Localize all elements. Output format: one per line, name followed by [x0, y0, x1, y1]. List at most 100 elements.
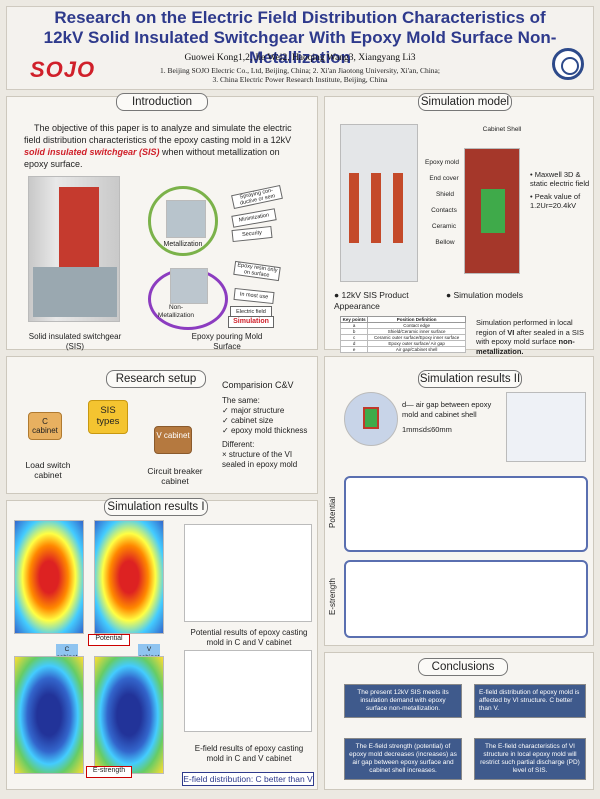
- conclusions-title: Conclusions: [418, 658, 508, 676]
- potential-contour-c: [14, 520, 84, 634]
- switchgear-photo: [28, 176, 120, 322]
- affiliation-line-1: 1. Beijing SOJO Electric Co., Ltd, Beiji…: [160, 66, 440, 75]
- sim1-bottom-note: E-field distribution: C better than V: [182, 772, 314, 786]
- air-gap-shield: [363, 407, 379, 429]
- table-cell: Air gap/Cabinet shell: [367, 346, 466, 353]
- comparison-title: Comparision C&V: [222, 380, 294, 390]
- intro-text-post: when without metallization on epoxy surf…: [24, 147, 280, 169]
- nonmetallization-image: [170, 268, 208, 304]
- model-bullet-2: • Peak value of 1.2Ur=20.4kV: [530, 192, 581, 210]
- intro-text: The objective of this paper is to analyz…: [24, 122, 304, 170]
- switchgear-red-part: [59, 187, 99, 267]
- model-bullet-1: • Maxwell 3D & static electric field: [530, 170, 590, 188]
- sim2-title: Simulation results II: [418, 370, 522, 388]
- conclusion-4: The E-field characteristics of VI struct…: [474, 738, 586, 780]
- same-heading: The same:: [222, 396, 260, 405]
- university-seal-icon: [552, 48, 584, 80]
- model-caption-1: ● 12kV SIS Product Appearance: [334, 290, 409, 311]
- model-caption-2-text: Simulation models: [453, 290, 523, 300]
- model-caption-2: ● Simulation models: [446, 290, 523, 300]
- sim1-caption-1: Potential results of epoxy casting mold …: [190, 628, 308, 647]
- estrength-contour-v: [94, 656, 164, 774]
- tag-simulation: Simulation: [228, 316, 274, 328]
- same-item-text: cabinet size: [230, 416, 274, 425]
- efield-curve-chart: [184, 650, 312, 732]
- authors: Guowei Kong1,2, Jie Wei2, Haoqing Wang3,…: [184, 53, 416, 63]
- model-label-shield: Shield: [435, 191, 455, 198]
- sim2-side-estrength: E-strength: [328, 578, 337, 616]
- simulation-model-image: [464, 148, 520, 274]
- diff-heading: Different:: [222, 440, 255, 449]
- intro-caption-left: Solid insulated switchgear (SIS): [28, 332, 122, 351]
- conclusion-3: The E-field strength (potential) of epox…: [344, 738, 462, 780]
- sim2-air-gap-range: 1mm≤d≤60mm: [402, 425, 452, 434]
- intro-text-emphasis: solid insulated switchgear (SIS): [24, 147, 160, 157]
- table-cell: e: [339, 346, 369, 353]
- conclusion-1: The present 12kV SIS meets its insulatio…: [344, 684, 462, 718]
- sim2-air-gap-def: d— air gap between epoxy mold and cabine…: [402, 400, 492, 419]
- intro-caption-right: Epoxy pouring Mold Surface: [191, 332, 263, 351]
- affiliation-line-2: 3. China Electric Power Research Institu…: [212, 75, 388, 84]
- sis-product-photo: [340, 124, 418, 282]
- potential-vs-gap-charts: [344, 476, 588, 552]
- metallization-label: Metallization: [163, 241, 203, 248]
- sim1-caption-2: E-field results of epoxy casting mold in…: [194, 744, 304, 763]
- intro-text-pre: The objective of this paper is to analyz…: [24, 123, 292, 145]
- nonmetallization-label: Non-Metallization: [157, 304, 195, 319]
- model-note-vi: VI: [507, 327, 515, 337]
- sim2-side-potential: Potential: [328, 496, 337, 528]
- model-title: Simulation model: [418, 93, 512, 111]
- diff-item-text: structure of the VI sealed in epoxy mold: [222, 450, 298, 469]
- table-header: Key points: [339, 316, 369, 323]
- label-v-cabinet: Circuit breaker cabinet: [147, 466, 203, 486]
- header: [6, 6, 594, 90]
- model-caption-1-text: 12kV SIS Product Appearance: [334, 290, 409, 311]
- model-shield-part: [481, 189, 505, 233]
- node-sis-types: SIS types: [88, 400, 128, 434]
- same-item-text: major structure: [230, 406, 285, 415]
- model-bullets: • Maxwell 3D & static electric field • P…: [530, 170, 592, 210]
- model-bullet-1-text: Maxwell 3D & static electric field: [530, 170, 590, 188]
- node-c-cabinet: C cabinet: [28, 412, 62, 440]
- potential-contour-v: [94, 520, 164, 634]
- model-note-mid: after sealed in a SIS with epoxy mold su…: [476, 327, 584, 347]
- comparison-block: Comparision C&V The same: ✓ major struct…: [222, 380, 316, 470]
- intro-title: Introduction: [116, 93, 208, 111]
- air-gap-diagram: [344, 392, 398, 446]
- diff-item: × structure of the VI sealed in epoxy mo…: [222, 450, 298, 469]
- model-label-epoxy: Epoxy mold: [425, 159, 459, 166]
- sojo-logo: SOJO: [30, 57, 96, 82]
- efield-trend-diagram: [506, 392, 586, 462]
- affiliations: 1. Beijing SOJO Electric Co., Ltd, Beiji…: [0, 66, 600, 84]
- model-note: Simulation performed in local region of …: [476, 318, 590, 356]
- poster-title: Research on the Electric Field Distribut…: [43, 8, 557, 67]
- estrength-tag: E-strength: [86, 766, 132, 778]
- photo-pole-1: [349, 173, 359, 243]
- estrength-vs-gap-charts: [344, 560, 588, 638]
- model-note-nonmetal: non-metallization.: [476, 337, 575, 356]
- model-label-cabinet: Cabinet Shell: [482, 126, 522, 133]
- same-item: ✓ major structure: [222, 406, 285, 415]
- metallization-circle: [148, 186, 218, 256]
- model-label-endcover: End cover: [429, 175, 459, 182]
- same-item: ✓ cabinet size: [222, 416, 274, 425]
- node-v-cabinet: V cabinet: [154, 426, 192, 454]
- potential-curve-chart: [184, 524, 312, 622]
- switchgear-base: [33, 267, 117, 317]
- photo-pole-2: [371, 173, 381, 243]
- same-item-text: epoxy mold thickness: [230, 426, 308, 435]
- estrength-contour-c: [14, 656, 84, 774]
- conclusion-2: E-field distribution of epoxy mold is af…: [474, 684, 586, 718]
- model-note-pre: Simulation performed in local region of: [476, 318, 573, 337]
- model-label-contacts: Contacts: [431, 207, 457, 214]
- model-label-bellow: Bellow: [435, 239, 455, 246]
- photo-pole-3: [393, 173, 403, 243]
- setup-title: Research setup: [106, 370, 206, 388]
- model-label-ceramic: Ceramic: [431, 223, 457, 230]
- label-c-cabinet: Load switch cabinet: [25, 460, 71, 480]
- sim1-title: Simulation results I: [104, 498, 208, 516]
- model-bullet-2-text: Peak value of 1.2Ur=20.4kV: [530, 192, 581, 210]
- table-cell: Ceramic outer surface/Epoxy inner surfac…: [367, 334, 466, 341]
